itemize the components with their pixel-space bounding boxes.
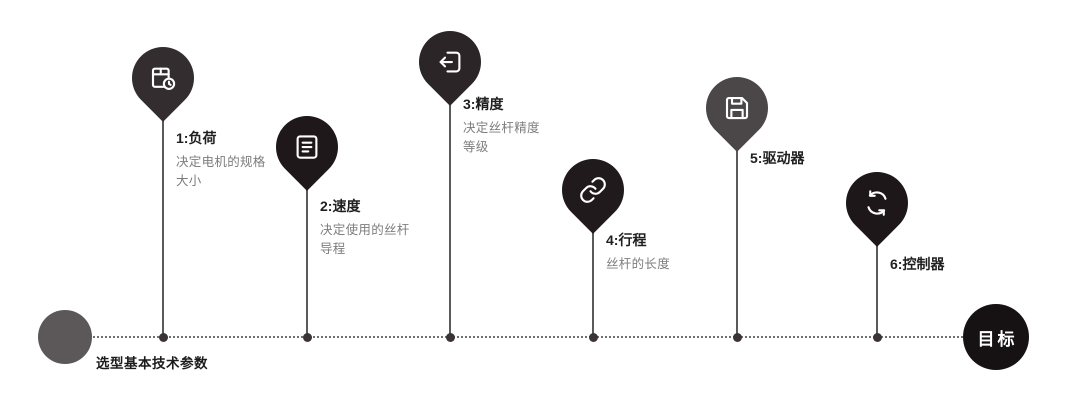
connector-line — [306, 175, 308, 337]
step-text: 4:行程丝杆的长度 — [606, 230, 716, 274]
step-title: 6:控制器 — [890, 256, 945, 272]
step-title: 3:精度 — [463, 96, 504, 112]
step-pin — [263, 103, 351, 191]
timeline-dot — [445, 332, 455, 342]
timeline-dot — [872, 332, 882, 342]
start-node — [38, 310, 92, 364]
timeline-dotted-line — [78, 336, 970, 338]
goal-label: 目标 — [977, 329, 1018, 349]
step-title: 2:速度 — [320, 198, 361, 214]
save-icon — [722, 93, 752, 123]
connector-line — [162, 106, 164, 337]
step-text: 6:控制器 — [890, 254, 1000, 279]
step-desc: 决定使用的丝杆导程 — [320, 223, 410, 256]
import-box-icon — [435, 47, 465, 77]
step-pin — [549, 146, 637, 234]
refresh-icon — [862, 188, 892, 218]
step-text: 1:负荷决定电机的规格大小 — [176, 128, 272, 191]
step-desc: 决定电机的规格大小 — [176, 155, 266, 188]
timeline-dot — [732, 332, 742, 342]
step-pin — [119, 34, 207, 122]
timeline-dot — [158, 332, 168, 342]
step-desc: 丝杆的长度 — [606, 257, 671, 271]
step-desc: 决定丝杆精度等级 — [463, 121, 540, 154]
timeline-dot — [302, 332, 312, 342]
step-text: 5:驱动器 — [750, 148, 860, 173]
step-text: 2:速度决定使用的丝杆导程 — [320, 196, 416, 259]
step-title: 4:行程 — [606, 232, 647, 248]
step-title: 5:驱动器 — [750, 150, 805, 166]
step-title: 1:负荷 — [176, 130, 217, 146]
connector-line — [592, 218, 594, 337]
link-icon — [578, 175, 608, 205]
connector-line — [876, 231, 878, 337]
step-pin — [833, 159, 921, 247]
note-list-icon — [292, 132, 322, 162]
package-clock-icon — [148, 63, 178, 93]
goal-node: 目标 — [963, 304, 1029, 370]
step-text: 3:精度决定丝杆精度等级 — [463, 94, 547, 157]
timeline-dot — [588, 332, 598, 342]
start-label: 选型基本技术参数 — [96, 356, 208, 371]
step-pin — [693, 64, 781, 152]
step-pin — [406, 18, 494, 106]
connector-line — [736, 136, 738, 337]
connector-line — [449, 90, 451, 337]
